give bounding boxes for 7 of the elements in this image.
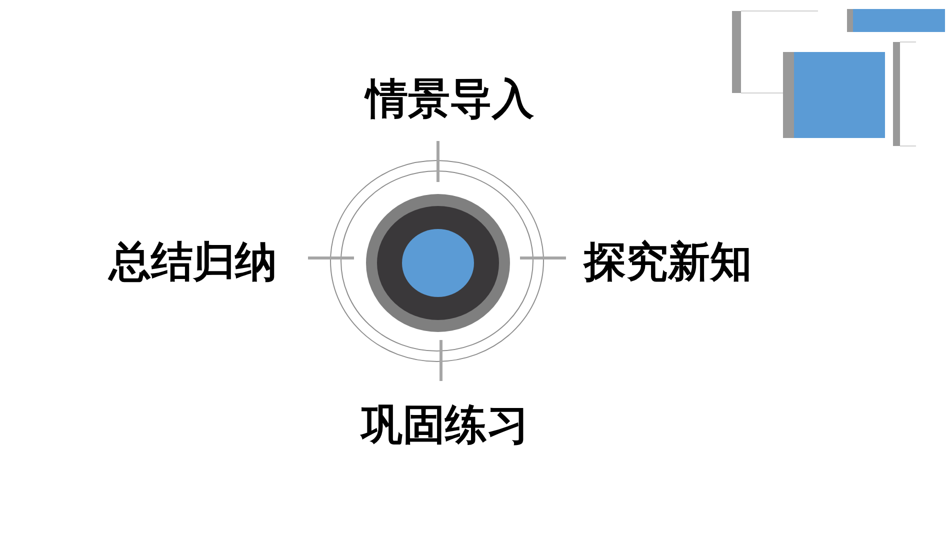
step-label: 情景导入 [366, 76, 534, 122]
connector-line [520, 256, 566, 260]
step-label: 巩固练习 [361, 402, 529, 448]
connector-line [308, 256, 354, 260]
target-circle [330, 160, 544, 362]
step-label: 探究新知 [584, 238, 752, 286]
step-label: 总结归纳 [109, 238, 277, 286]
